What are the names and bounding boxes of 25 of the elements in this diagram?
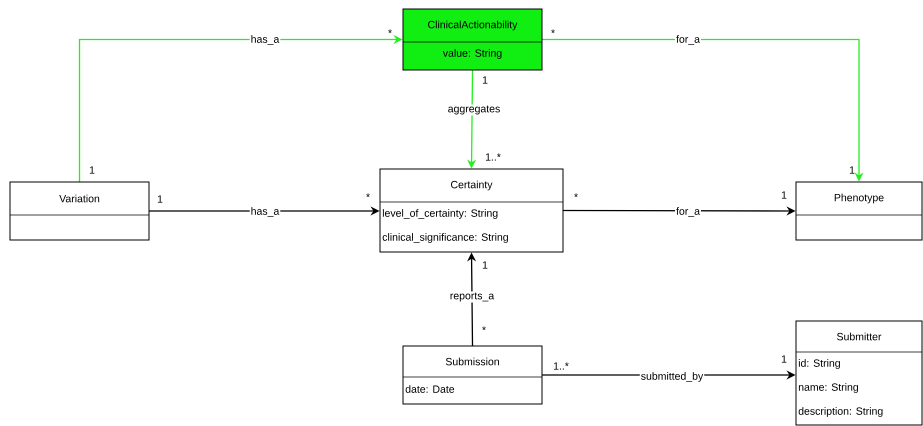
edge-label: has_a xyxy=(251,35,280,45)
class-box: Variation xyxy=(10,182,150,240)
class-box: Submission date: Date xyxy=(402,346,542,404)
edge-label: for_a xyxy=(676,35,700,45)
multiplicity-label: * xyxy=(388,29,392,34)
multiplicity-label: 1 xyxy=(90,166,94,174)
edge-label: reports_a xyxy=(450,292,494,302)
class-box: Phenotype xyxy=(796,182,922,240)
edge-label: aggregates xyxy=(448,106,500,114)
multiplicity-label: 1 xyxy=(158,195,162,203)
class-box: Certainty level_of_certainty: String clinical_significance: String xyxy=(380,168,564,252)
multiplicity-label: 1..* xyxy=(554,362,569,370)
multiplicity-label: * xyxy=(574,193,578,198)
edge-label: has_a xyxy=(251,207,280,217)
multiplicity-label: 1 xyxy=(782,355,786,363)
multiplicity-label: 1 xyxy=(482,76,488,84)
class-box: ClinicalActionability value: String xyxy=(402,8,542,70)
multiplicity-label: * xyxy=(366,193,370,198)
class-box: Submitter id: String name: String description: String xyxy=(796,320,922,426)
edge-label: for_a xyxy=(676,207,700,217)
multiplicity-label: * xyxy=(482,326,486,330)
edge-label: submitted_by xyxy=(641,372,704,382)
multiplicity-label: 1 xyxy=(782,191,786,199)
multiplicity-label: * xyxy=(551,29,555,34)
multiplicity-label: 1 xyxy=(850,166,854,174)
